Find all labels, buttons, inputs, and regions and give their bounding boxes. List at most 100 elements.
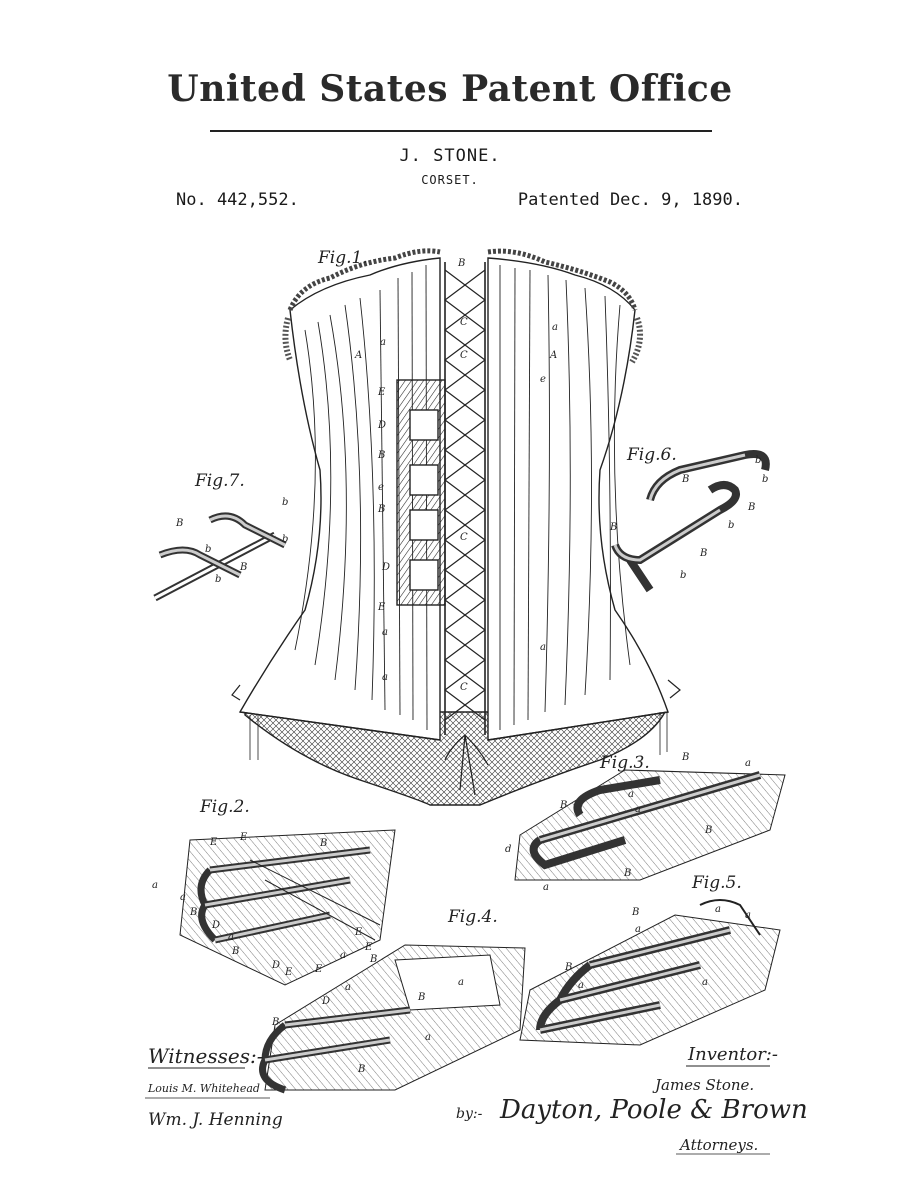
fig6-hook (611, 450, 770, 593)
svg-text:D: D (381, 562, 390, 573)
svg-text:D: D (321, 996, 330, 1007)
svg-text:a: a (702, 977, 708, 988)
svg-text:E: E (364, 942, 373, 953)
inventor-heading: J. STONE. (399, 146, 501, 166)
title-rule (210, 130, 712, 132)
fig6-label: Fig.6. (626, 445, 677, 465)
attorneys-label: Attorneys. (678, 1136, 758, 1154)
svg-text:a: a (425, 1032, 431, 1043)
svg-text:E: E (239, 832, 248, 843)
fig5-label: Fig.5. (691, 873, 742, 893)
svg-text:B: B (564, 962, 572, 973)
inventor-signature: James Stone. (652, 1076, 754, 1094)
patent-date: Patented Dec. 9, 1890. (517, 190, 743, 210)
fig3-label: Fig.3. (599, 753, 650, 773)
svg-text:e: e (540, 374, 546, 385)
svg-text:E: E (314, 964, 323, 975)
svg-text:B: B (623, 868, 631, 879)
svg-text:C: C (460, 317, 468, 328)
svg-text:a: a (635, 924, 641, 935)
svg-text:B: B (747, 502, 755, 513)
svg-text:A: A (354, 350, 362, 361)
svg-text:a: a (715, 904, 721, 915)
svg-text:B: B (631, 907, 639, 918)
patent-office-title: United States Patent Office (167, 68, 733, 110)
svg-text:b: b (215, 574, 221, 585)
svg-text:a: a (345, 982, 351, 993)
svg-text:D: D (377, 420, 386, 431)
svg-text:a: a (552, 322, 558, 333)
fig1-label: Fig.1. (317, 248, 368, 268)
svg-text:B: B (559, 800, 567, 811)
fig1-corset (231, 248, 681, 806)
svg-text:B: B (377, 450, 385, 461)
svg-text:a: a (382, 627, 388, 638)
fig1-reference-letters: B C C C C a a A A E D B e B D E a a e a (354, 258, 558, 693)
svg-text:a: a (382, 672, 388, 683)
attorneys-signature: Dayton, Poole & Brown (499, 1095, 808, 1125)
svg-text:C: C (460, 682, 468, 693)
patent-number: No. 442,552. (176, 190, 299, 210)
svg-text:b: b (282, 534, 288, 545)
svg-text:B: B (417, 992, 425, 1003)
svg-text:B: B (357, 1064, 365, 1075)
svg-text:a: a (540, 642, 546, 653)
svg-text:b: b (728, 520, 734, 531)
svg-text:b: b (762, 474, 768, 485)
svg-text:a: a (180, 892, 186, 903)
fig7-hook (153, 512, 287, 602)
witnesses-label: Witnesses:- (148, 1044, 264, 1068)
svg-text:B: B (681, 752, 689, 763)
witness1-signature: Louis M. Whitehead (147, 1082, 260, 1095)
svg-text:B: B (369, 954, 377, 965)
svg-text:b: b (282, 497, 288, 508)
fig2-detail (179, 829, 396, 986)
svg-text:B: B (704, 825, 712, 836)
svg-text:B: B (377, 504, 385, 515)
fig4-label: Fig.4. (447, 907, 498, 927)
svg-text:B: B (189, 907, 197, 918)
svg-text:a: a (152, 880, 158, 891)
witness2-signature: Wm. J. Henning (148, 1110, 283, 1130)
svg-text:B: B (609, 522, 617, 533)
svg-text:E: E (284, 967, 293, 978)
svg-text:a: a (628, 789, 634, 800)
svg-text:a: a (458, 977, 464, 988)
svg-text:b: b (680, 570, 686, 581)
svg-text:C: C (460, 350, 468, 361)
svg-text:a: a (543, 882, 549, 893)
svg-text:a: a (228, 932, 234, 943)
svg-text:e: e (378, 482, 384, 493)
subject-heading: CORSET. (421, 173, 479, 187)
svg-text:C: C (460, 532, 468, 543)
by-label: by:- (456, 1106, 483, 1122)
svg-text:a: a (380, 337, 386, 348)
svg-text:b: b (205, 544, 211, 555)
fig4-detail (259, 944, 526, 1094)
fig7-label: Fig.7. (194, 471, 245, 491)
svg-text:D: D (271, 960, 280, 971)
svg-text:E: E (377, 387, 386, 398)
svg-text:B: B (231, 946, 239, 957)
svg-text:a: a (340, 950, 346, 961)
svg-text:B: B (271, 1017, 279, 1028)
svg-text:a: a (635, 804, 641, 815)
svg-text:B: B (457, 258, 465, 269)
svg-text:d: d (505, 844, 511, 855)
svg-text:D: D (211, 920, 220, 931)
svg-text:a: a (745, 758, 751, 769)
inventor-label: Inventor:- (687, 1044, 778, 1065)
svg-text:B: B (319, 838, 327, 849)
fig5-detail (519, 899, 781, 1046)
svg-text:a: a (578, 980, 584, 991)
signature-block: Witnesses:- Louis M. Whitehead Wm. J. He… (145, 1044, 808, 1155)
svg-text:E: E (377, 602, 386, 613)
fig2-label: Fig.2. (199, 797, 250, 817)
svg-text:E: E (209, 837, 218, 848)
svg-text:b: b (755, 455, 761, 466)
svg-text:A: A (549, 350, 557, 361)
svg-text:B: B (175, 518, 183, 529)
svg-text:B: B (699, 548, 707, 559)
svg-text:B: B (239, 562, 247, 573)
